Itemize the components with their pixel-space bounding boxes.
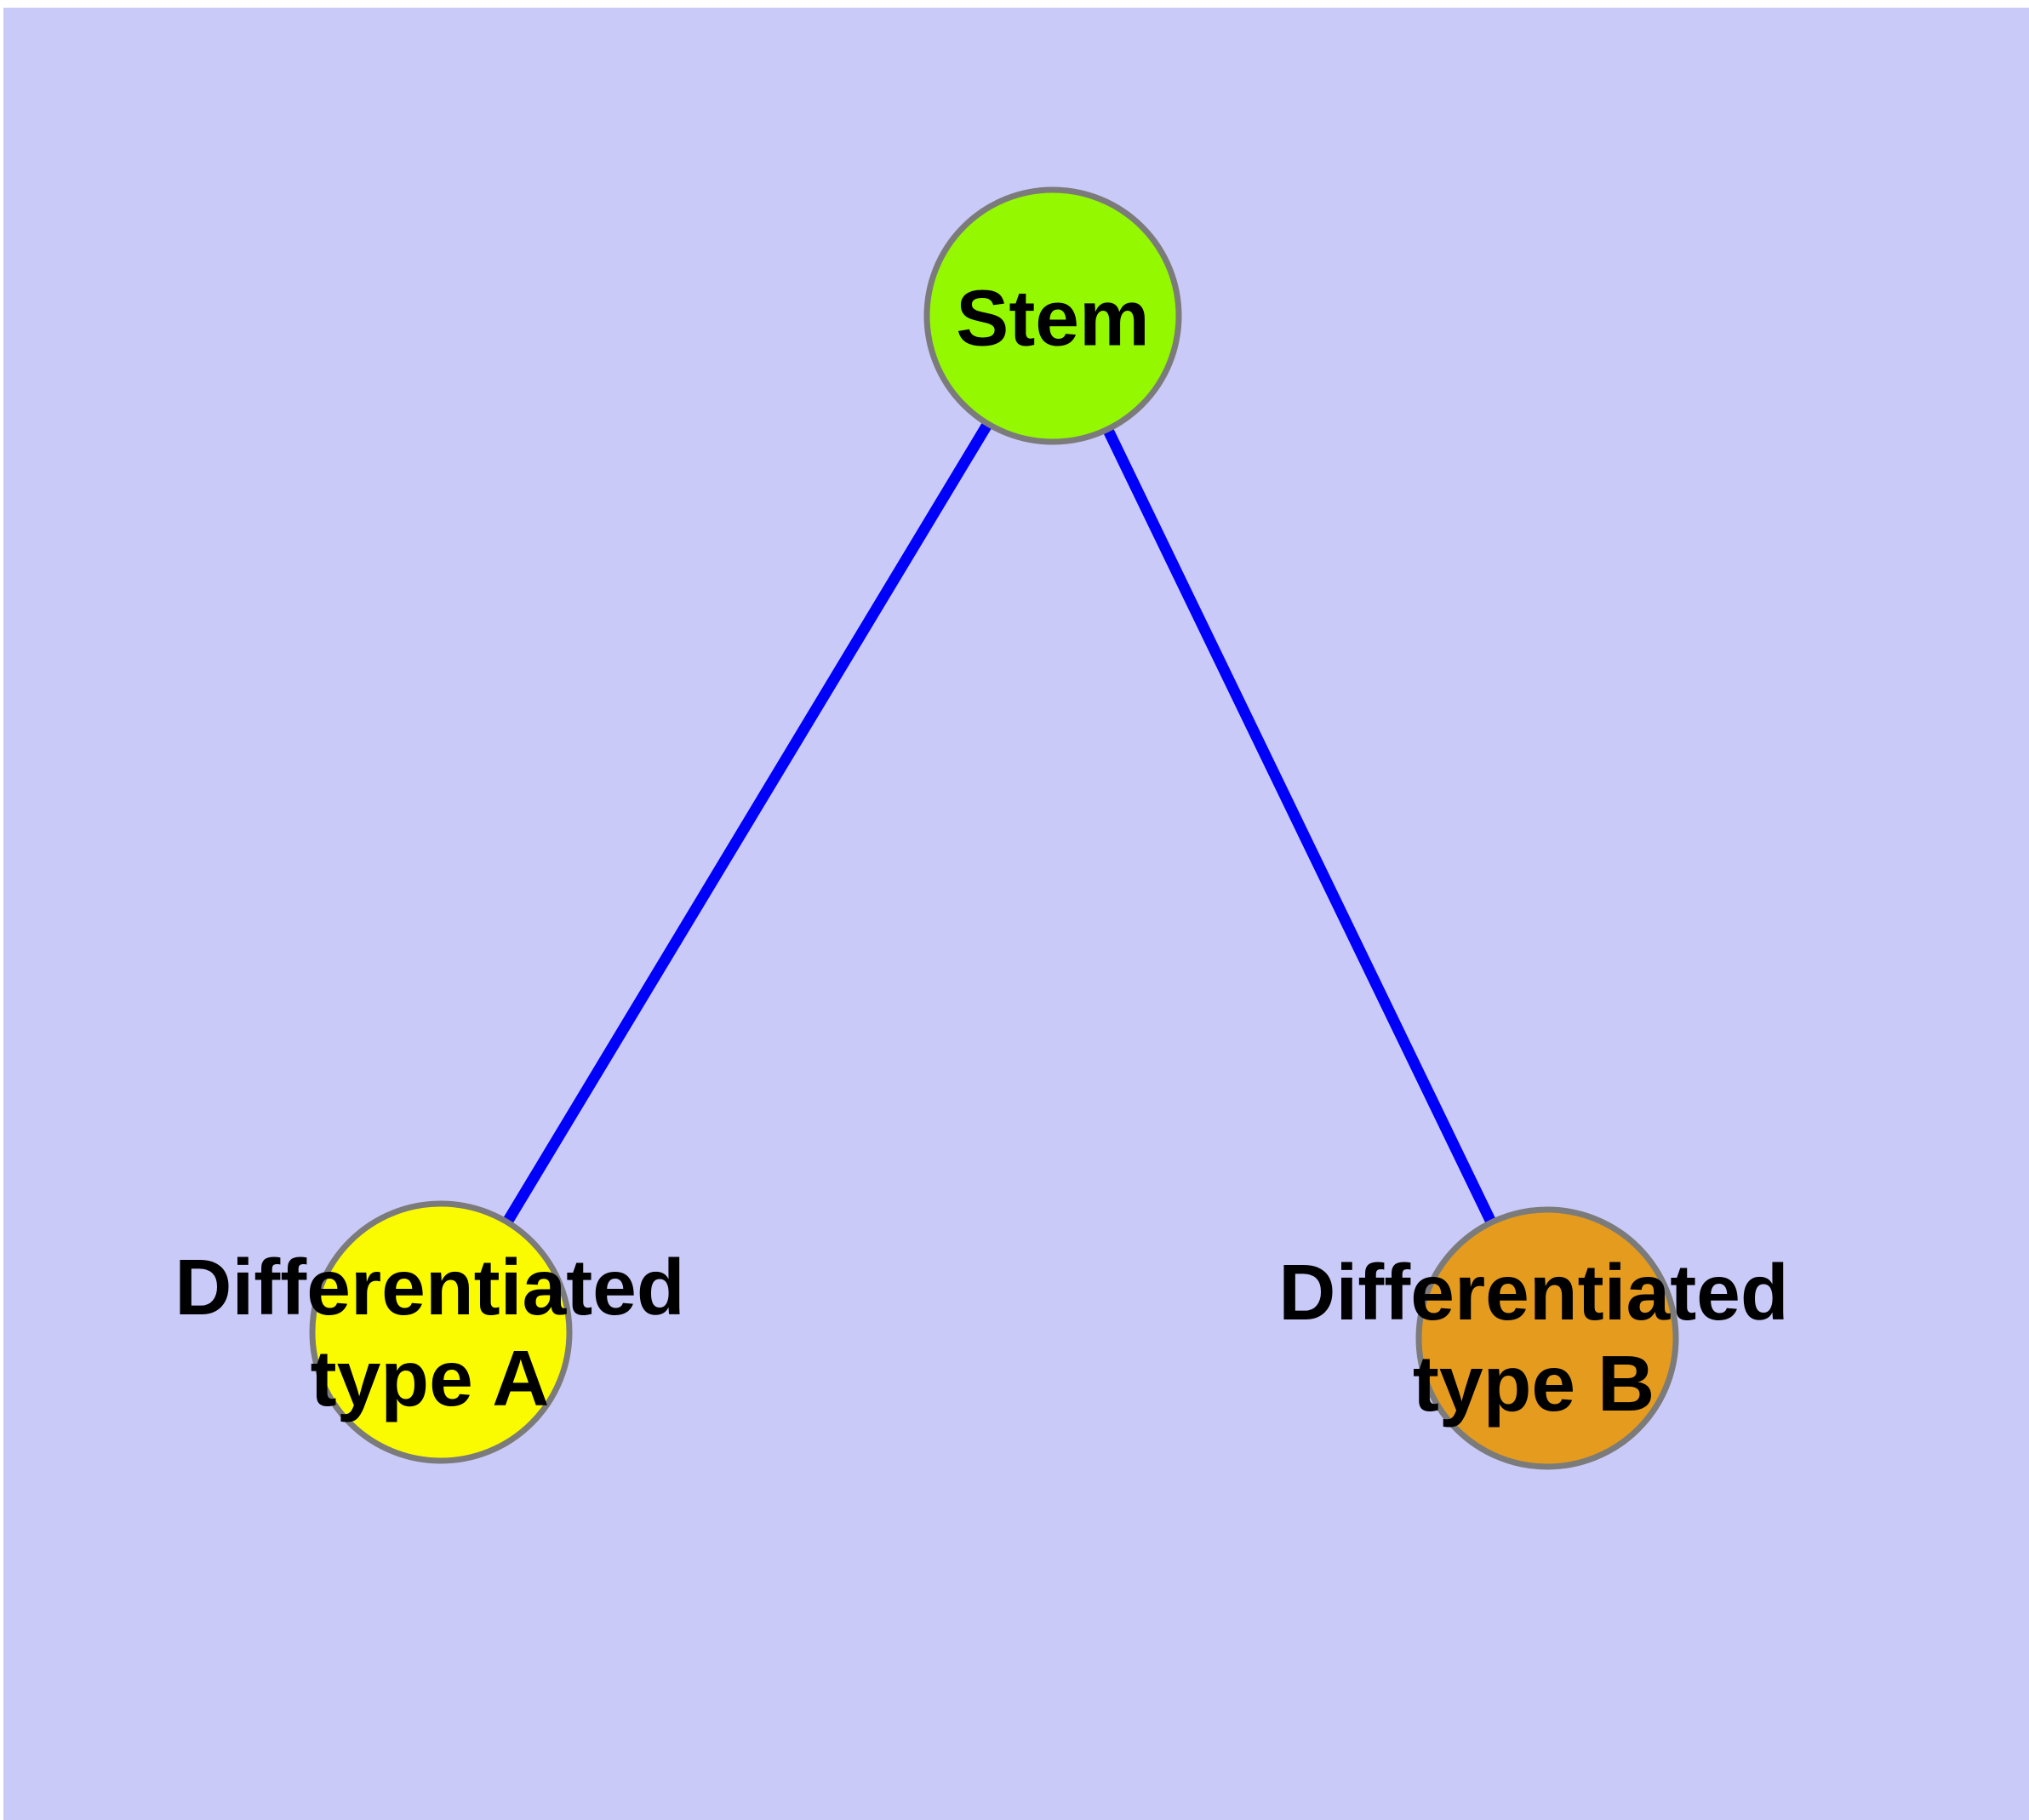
- edge-stem-to-type-a: [436, 312, 1058, 1336]
- differentiated-type-a-node-label: Differentiated type A: [174, 1242, 684, 1424]
- differentiated-type-b-node-label: Differentiated type B: [1278, 1247, 1788, 1429]
- stem-node-label-text: Stem: [956, 273, 1150, 363]
- differentiated-type-b-label-line2: type B: [1412, 1339, 1655, 1428]
- differentiated-type-a-label-line1: Differentiated: [174, 1243, 685, 1331]
- differentiated-type-b-node-circle: [1415, 1206, 1679, 1470]
- differentiated-type-b-label-line1: Differentiated: [1278, 1248, 1789, 1336]
- edge-stem-to-type-b: [1048, 313, 1552, 1341]
- differentiated-type-a-label-line2: type A: [310, 1334, 550, 1422]
- stem-node-circle: [923, 186, 1182, 445]
- stem-node-label: Stem: [956, 273, 1149, 364]
- differentiated-type-a-node-circle: [309, 1200, 573, 1464]
